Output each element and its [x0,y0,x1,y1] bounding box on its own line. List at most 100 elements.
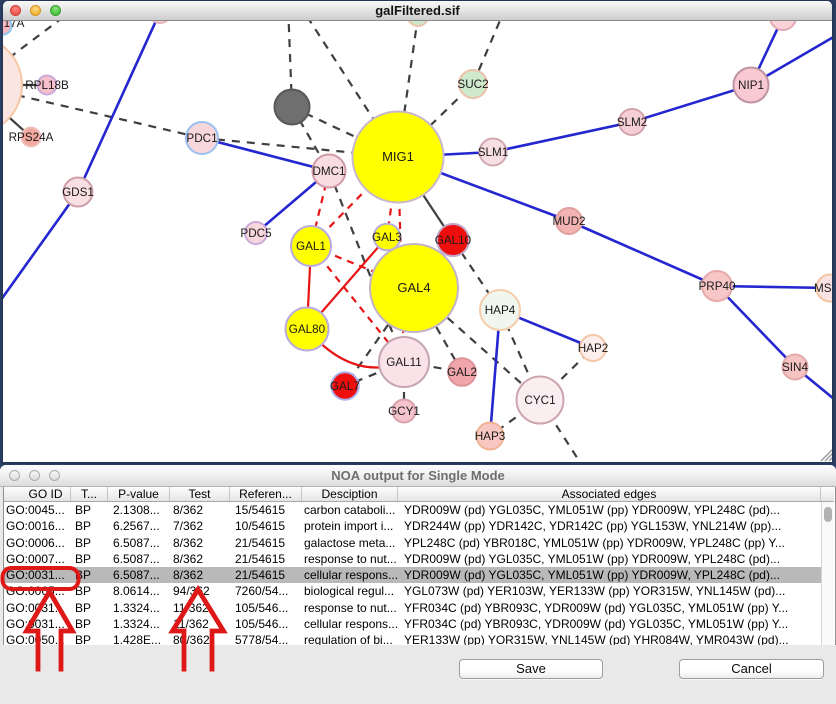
node-SUC2[interactable] [458,69,488,99]
resize-grip-icon [828,457,832,462]
node-GDS1[interactable] [62,176,94,208]
node-n17a[interactable] [3,21,13,36]
node-PDC5[interactable] [244,221,268,245]
node-SIN4[interactable] [781,353,809,381]
node-HAP4[interactable] [479,289,521,331]
node-HAP3[interactable] [475,421,505,451]
node-NIP1[interactable] [732,66,770,104]
node-label-SLM1: SLM1 [478,146,509,159]
node-SLM2[interactable] [618,108,646,136]
node-greencut[interactable] [408,21,428,27]
resize-grip-icon[interactable] [820,449,832,462]
cell-r2c6: protein import i... [304,519,394,534]
cell-r9c3: 1.428E... [113,633,162,645]
cell-r9c1: GO:0050... [6,633,65,645]
node-GAL1[interactable] [290,225,332,267]
cell-r5c5: 21/54615 [235,568,286,583]
node-GAL4[interactable] [369,243,459,333]
cell-r5c1: GO:0031... [6,568,65,583]
node-GCY1[interactable] [391,398,417,424]
node-SLM1[interactable] [478,137,508,167]
save-button[interactable]: Save [459,659,603,679]
node-gray[interactable] [273,88,311,126]
cell-r7c4: 11/362 [173,600,209,615]
node-label-GAL11: GAL11 [386,356,422,369]
node-topcut2[interactable] [769,21,797,31]
node-MSL[interactable] [815,273,833,303]
node-label-HAP3: HAP3 [475,430,506,443]
node-RPS24A[interactable] [20,126,42,148]
cell-r1c2: BP [75,503,92,517]
column-header-t[interactable]: T... [71,487,108,501]
network-titlebar[interactable]: galFiltered.sif [3,1,832,21]
cell-r8c2: BP [75,617,92,632]
cell-r4c4: 8/362 [173,551,204,566]
node-GAL80[interactable] [284,306,330,352]
node-DMC1[interactable] [311,153,347,189]
node-CYC1[interactable] [515,375,565,425]
node-bigleft[interactable] [3,36,23,134]
column-header-p-value[interactable]: P-value [108,487,170,501]
column-header-test[interactable]: Test [170,487,230,501]
zoom-button[interactable] [50,5,61,16]
edge-HAP4-HAP3 [488,309,502,437]
minimize-button[interactable] [30,5,41,16]
node-PDC1[interactable] [185,121,219,155]
cell-r7c7: YFR034C (pd) YBR093C, YDR009W (pd) YGL03… [404,600,789,615]
node-GAL11[interactable] [378,336,430,388]
node-label-SUC2: SUC2 [457,78,488,91]
node-topcut1[interactable] [149,21,171,24]
vertical-scrollbar[interactable] [821,502,834,645]
cell-r8c5: 105/546... [235,617,289,632]
node-label-CYC1: CYC1 [524,394,555,407]
node-PRP40[interactable] [701,270,733,302]
node-label-GAL3: GAL3 [372,231,402,244]
cell-r2c7: YDR244W (pp) YDR142C, YDR142C (pp) YGL15… [404,519,782,534]
node-label-PRP40: PRP40 [698,280,736,293]
node-GAL2[interactable] [447,357,477,387]
column-header-associated-edges[interactable]: Associated edges [398,487,821,501]
column-header-go-id[interactable]: GO ID [4,487,71,501]
close-button[interactable] [10,5,21,16]
node-HAP2[interactable] [579,334,607,362]
node-GAL7[interactable] [330,371,360,401]
cell-r2c2: BP [75,519,92,534]
close-button-inactive[interactable] [9,470,20,481]
node-GAL3[interactable] [372,222,402,252]
node-label-GDS1: GDS1 [62,186,94,199]
node-label-MUD2: MUD2 [552,215,585,228]
cell-r9c7: YER133W (pp) YOR315W, YNL145W (pd) YHR08… [404,633,789,645]
cancel-button[interactable]: Cancel [679,659,824,679]
node-MUD2[interactable] [555,207,583,235]
cell-r7c5: 105/546... [235,600,289,615]
edge-bigleft-PDC1 [3,90,203,140]
resize-grip-icon [824,453,832,462]
cell-r2c5: 10/54615 [235,519,286,534]
zoom-button-inactive[interactable] [49,470,60,481]
node-MIG1[interactable] [351,110,445,204]
minimize-button-inactive[interactable] [29,470,40,481]
node-label-HAP4: HAP4 [485,304,516,317]
cell-r8c6: cellular respons... [304,617,398,632]
node-label-SLM2: SLM2 [617,116,648,129]
cell-r6c2: BP [75,584,92,599]
scrollbar-thumb[interactable] [824,507,832,522]
noa-titlebar[interactable]: NOA output for Single Mode [0,465,836,487]
node-RPL18B[interactable] [36,74,58,96]
column-header-desciption[interactable]: Desciption [302,487,398,501]
node-GAL10[interactable] [436,223,470,257]
cell-r6c7: YGL073W (pd) YER103W, YER133W (pp) YOR31… [404,584,786,599]
column-header-referen[interactable]: Referen... [230,487,302,501]
